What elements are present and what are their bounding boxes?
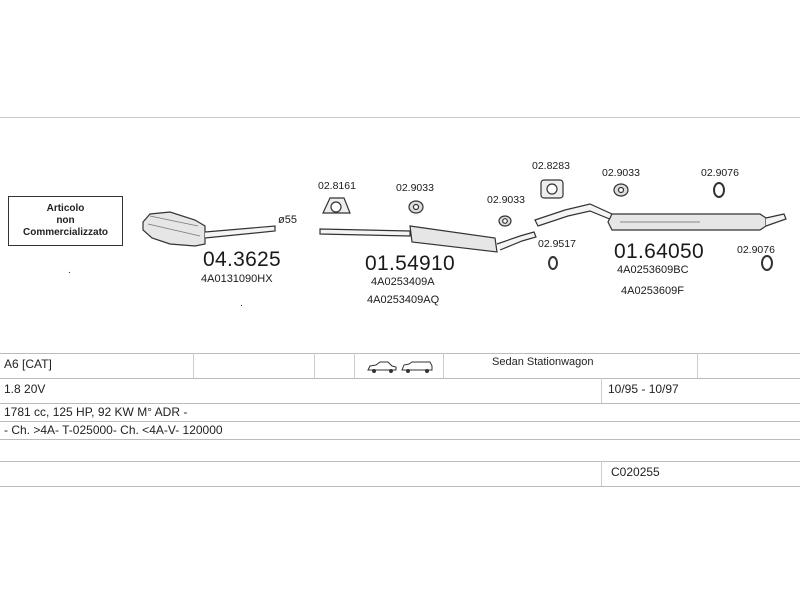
table-border-7 — [0, 486, 800, 487]
table-border-1 — [0, 353, 800, 354]
accessory-02-9517 — [548, 256, 558, 270]
col-divider-3 — [354, 353, 355, 378]
notice-line2: non — [56, 215, 75, 226]
notice-line3: Commercializzato — [22, 227, 109, 238]
accessory-label-6: 02.9076 — [701, 167, 739, 179]
accessory-02-9076-a — [713, 182, 725, 198]
table-border-6 — [0, 461, 800, 462]
col-divider-6 — [697, 353, 698, 378]
middle-muffler-part — [319, 225, 537, 253]
catalyst-oe: 4A0131090HX — [201, 273, 273, 285]
reference-code: C020255 — [611, 465, 660, 479]
accessory-label-4: 02.8283 — [532, 160, 570, 172]
rear-number: 01.64050 — [614, 240, 704, 263]
table-border-4 — [0, 421, 800, 422]
accessory-02-9033-c — [613, 183, 629, 197]
col-divider-5 — [601, 378, 602, 403]
parts-drawing — [142, 179, 787, 271]
middle-oe2: 4A0253409AQ — [367, 294, 440, 306]
dot-mark-2: . — [240, 297, 243, 309]
accessory-label-8: 02.9076 — [737, 244, 775, 256]
car-wagon-icon — [400, 360, 434, 379]
rear-muffler-part — [534, 203, 787, 231]
middle-oe1: 4A0253409A — [371, 276, 435, 288]
accessory-label-5: 02.9033 — [602, 167, 640, 179]
dot-mark: . — [68, 265, 71, 276]
body-types: Sedan Stationwagon — [492, 356, 594, 368]
accessory-label-1: 02.8161 — [318, 180, 356, 192]
catalyst-part — [142, 211, 276, 247]
rear-oe1: 4A0253609BC — [617, 264, 689, 276]
car-sedan-icon — [366, 360, 398, 379]
chassis-range: - Ch. >4A- T-025000- Ch. <4A-V- 120000 — [4, 423, 223, 437]
accessory-02-8161 — [322, 197, 351, 214]
col-divider-1 — [193, 353, 194, 378]
engine-spec: 1781 cc, 125 HP, 92 KW M° ADR - — [4, 405, 188, 419]
accessory-02-9076-b — [761, 255, 773, 271]
notice-line1: Articolo — [46, 203, 85, 214]
table-border-3 — [0, 403, 800, 404]
production-years: 10/95 - 10/97 — [608, 382, 679, 396]
top-border — [0, 117, 800, 118]
catalyst-number: 04.3625 — [203, 248, 282, 271]
col-divider-2 — [314, 353, 315, 378]
accessory-label-2: 02.9033 — [396, 182, 434, 194]
accessory-label-3: 02.9033 — [487, 194, 525, 206]
col-divider-7 — [601, 461, 602, 486]
col-divider-4 — [443, 353, 444, 378]
vehicle-model: A6 [CAT] — [4, 357, 52, 371]
middle-number: 01.54910 — [365, 252, 455, 275]
table-border-2 — [0, 378, 800, 379]
accessory-02-8283 — [540, 179, 564, 199]
pipe-diameter: ø55 — [278, 214, 297, 226]
rear-oe2: 4A0253609F — [621, 285, 684, 297]
accessory-02-9033-b — [498, 215, 512, 227]
table-border-5 — [0, 439, 800, 440]
accessory-02-9033-a — [408, 200, 424, 214]
accessory-label-7: 02.9517 — [538, 238, 576, 250]
not-available-notice: Articolo non Commercializzato — [8, 196, 123, 246]
engine: 1.8 20V — [4, 382, 46, 396]
